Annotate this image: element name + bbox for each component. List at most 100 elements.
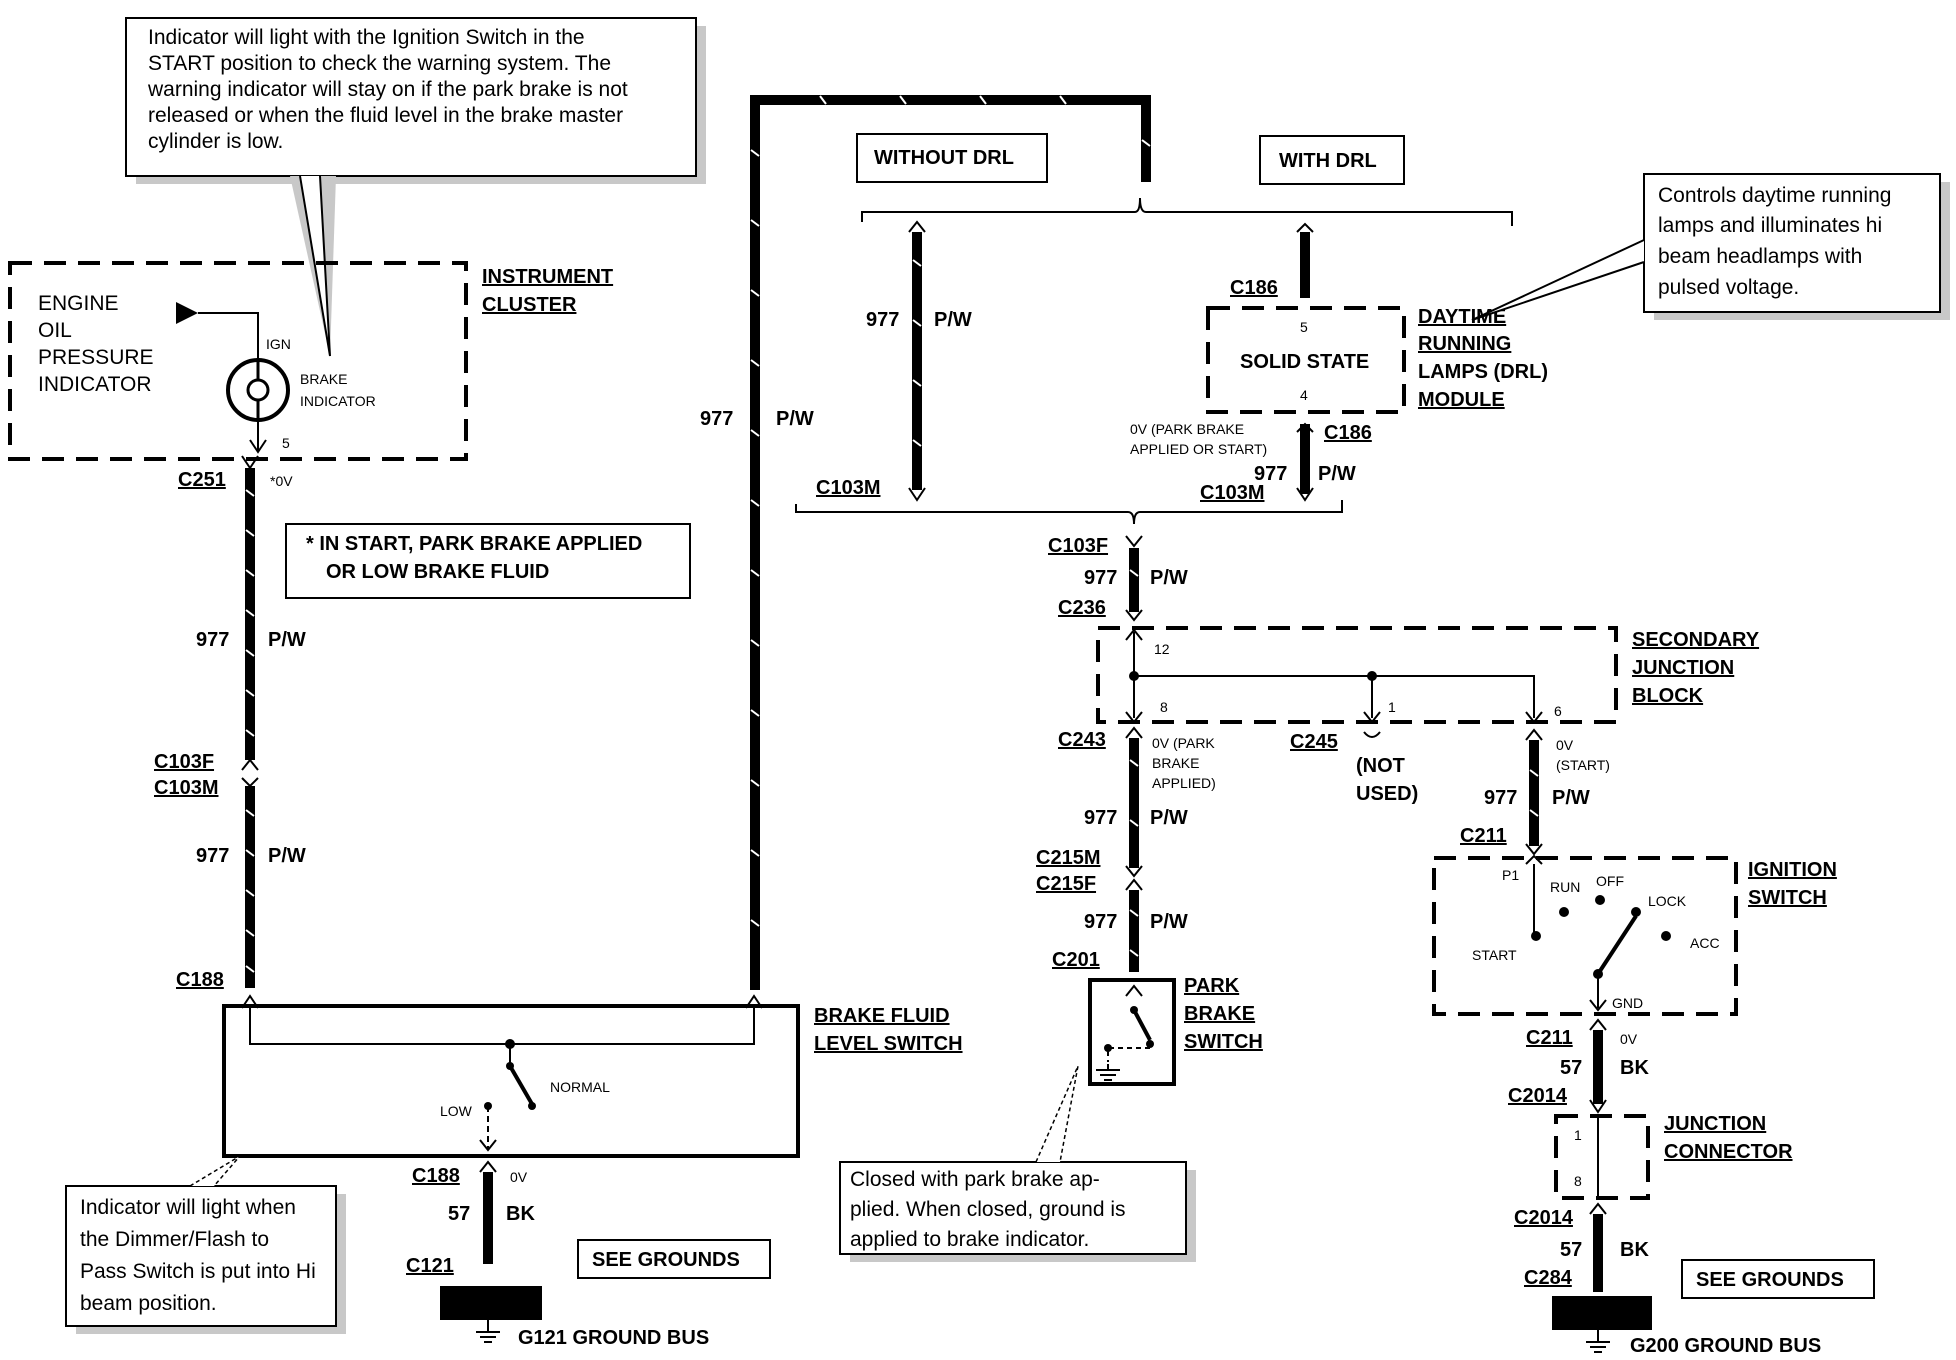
fluid-switch-label-2: LEVEL SWITCH [814, 1033, 963, 1055]
conn-c243: C243 [1058, 729, 1106, 751]
see-grounds-left-label: SEE GROUNDS [592, 1249, 740, 1271]
footnote-line1: * IN START, PARK BRAKE APPLIED [306, 533, 642, 555]
note-dimmer-line1: Indicator will light when [80, 1196, 296, 1219]
ign-pos-acc: ACC [1690, 935, 1720, 951]
conn-c188-bottom: C188 [412, 1165, 460, 1187]
wire-57-left [479, 1160, 497, 1264]
conn-c103m-left: C103M [154, 777, 218, 799]
instrument-cluster-label-1: INSTRUMENT [482, 266, 613, 288]
sjb-label-3: BLOCK [1632, 685, 1704, 707]
solid-state-label: SOLID STATE [1240, 351, 1369, 373]
conn-c2014-bottom: C2014 [1514, 1207, 1574, 1229]
wire-977-label-ign: 977 [1484, 787, 1517, 809]
ground-bus-right: G200 GROUND BUS [1552, 1296, 1821, 1357]
conn-c215m: C215M [1036, 847, 1100, 869]
wire-977-center [1125, 535, 1143, 622]
wire-57-junction [1589, 1202, 1607, 1292]
with-drl-box: WITH DRL [1259, 135, 1405, 185]
note-dimmer-line2: the Dimmer/Flash to [80, 1228, 269, 1251]
wire-57-ignition [1589, 1018, 1607, 1114]
fluid-pos-normal: NORMAL [550, 1079, 610, 1095]
see-grounds-left-box: SEE GROUNDS [577, 1239, 771, 1279]
wire-977-label-b: 977 [196, 845, 229, 867]
note-indicator-start-line2: START position to check the warning syst… [148, 52, 611, 75]
voltage-start-1: 0V [1556, 737, 1574, 753]
conn-c186-top: C186 [1230, 277, 1278, 299]
brake-indicator-label-1: BRAKE [300, 371, 347, 387]
voltage-park-applied-2: BRAKE [1152, 755, 1199, 771]
wire-977-label-drl: 977 [1254, 463, 1287, 485]
conn-c215f: C215F [1036, 873, 1096, 895]
without-drl-box: WITHOUT DRL [856, 133, 1048, 183]
ign-pos-p1: P1 [1502, 867, 1519, 883]
park-brake-switch: PARK BRAKE SWITCH [1088, 975, 1263, 1086]
wire-977-left [241, 455, 259, 988]
drl-label-2: RUNNING [1418, 333, 1511, 355]
wire-977-long [750, 95, 1151, 990]
wire-pw-label-center: P/W [1150, 567, 1188, 589]
top-bracket [861, 197, 1513, 226]
see-grounds-right-label: SEE GROUNDS [1696, 1269, 1844, 1291]
without-drl-label: WITHOUT DRL [874, 147, 1014, 169]
wire-977-label-center: 977 [1084, 567, 1117, 589]
engine-oil-label-4: INDICATOR [38, 373, 152, 396]
pin-8-sjb: 8 [1160, 699, 1168, 715]
conn-c121: C121 [406, 1255, 454, 1277]
with-drl-label: WITH DRL [1279, 150, 1377, 172]
see-grounds-right-box: SEE GROUNDS [1681, 1259, 1875, 1299]
voltage-ov-star: *0V [270, 473, 293, 489]
conn-c201: C201 [1052, 949, 1100, 971]
wire-pw-label-b: P/W [268, 845, 306, 867]
drl-module: 5 SOLID STATE 4 DAYTIME RUNNING LAMPS (D… [1206, 222, 1548, 502]
note-park-line3: applied to brake indicator. [850, 1228, 1089, 1251]
note-park-line1: Closed with park brake ap- [850, 1168, 1100, 1191]
note-park-line2: plied. When closed, ground is [850, 1198, 1126, 1221]
ign-label: IGN [266, 336, 291, 352]
junction-label-1: JUNCTION [1664, 1113, 1766, 1135]
ground-bus-left: G121 GROUND BUS [440, 1286, 709, 1349]
pin-12-sjb: 12 [1154, 641, 1170, 657]
brake-indicator-label-2: INDICATOR [300, 393, 376, 409]
park-brake-label-3: SWITCH [1184, 1031, 1263, 1053]
not-used-1: (NOT [1356, 755, 1405, 777]
ignition-switch: P1 RUN OFF LOCK ACC START GND IGNITION S… [1432, 854, 1837, 1016]
pin-6-sjb: 6 [1554, 703, 1562, 719]
wire-pw-label-pb1: P/W [1150, 807, 1188, 829]
footnote-line2: OR LOW BRAKE FLUID [326, 561, 549, 583]
wire-bk-label-jc: BK [1620, 1239, 1649, 1261]
park-brake-label-2: BRAKE [1184, 1003, 1255, 1025]
ign-pos-start: START [1472, 947, 1517, 963]
conn-c284: C284 [1524, 1267, 1573, 1289]
ground-icon-park [1096, 1064, 1120, 1081]
note-indicator-start-line5: cylinder is low. [148, 130, 283, 153]
note-drl-line1: Controls daytime running [1658, 184, 1891, 207]
conn-c251: C251 [178, 469, 226, 491]
wire-977-ignition [1525, 728, 1543, 856]
conn-c103m-mid: C103M [816, 477, 880, 499]
voltage-ov-ign: 0V [1620, 1031, 1638, 1047]
engine-oil-label-1: ENGINE [38, 292, 119, 315]
conn-c211-top: C211 [1460, 825, 1507, 847]
note-drl-line2: lamps and illuminates hi [1658, 214, 1882, 237]
instrument-cluster: INSTRUMENT CLUSTER ENGINE OIL PRESSURE I… [8, 261, 613, 461]
secondary-junction-block: 12 8 1 6 SECONDARY JUNCTION BLOCK [1096, 626, 1760, 724]
ign-feed-icon [176, 302, 198, 324]
conn-c245: C245 [1290, 731, 1338, 753]
wire-977-label-pb2: 977 [1084, 911, 1117, 933]
wire-pw-label-a: P/W [268, 629, 306, 651]
brake-fluid-level-switch: NORMAL LOW BRAKE FLUID LEVEL SWITCH [222, 994, 963, 1158]
ign-pos-lock: LOCK [1648, 893, 1687, 909]
voltage-park-applied-3: APPLIED) [1152, 775, 1216, 791]
bottom-bracket [795, 500, 1343, 525]
engine-oil-label-3: PRESSURE [38, 346, 154, 369]
voltage-ov-park-start-2: APPLIED OR START) [1130, 441, 1267, 457]
wire-pw-label-ign: P/W [1552, 787, 1590, 809]
ground-bus-left-label: G121 GROUND BUS [518, 1327, 709, 1349]
wire-bk-label-left: BK [506, 1203, 535, 1225]
wire-977-label-pb1: 977 [1084, 807, 1117, 829]
conn-c103m-right: C103M [1200, 482, 1264, 504]
sjb-label-1: SECONDARY [1632, 629, 1760, 651]
ign-pos-off: OFF [1596, 873, 1624, 889]
junction-connector: 1 8 JUNCTION CONNECTOR [1554, 1113, 1793, 1200]
